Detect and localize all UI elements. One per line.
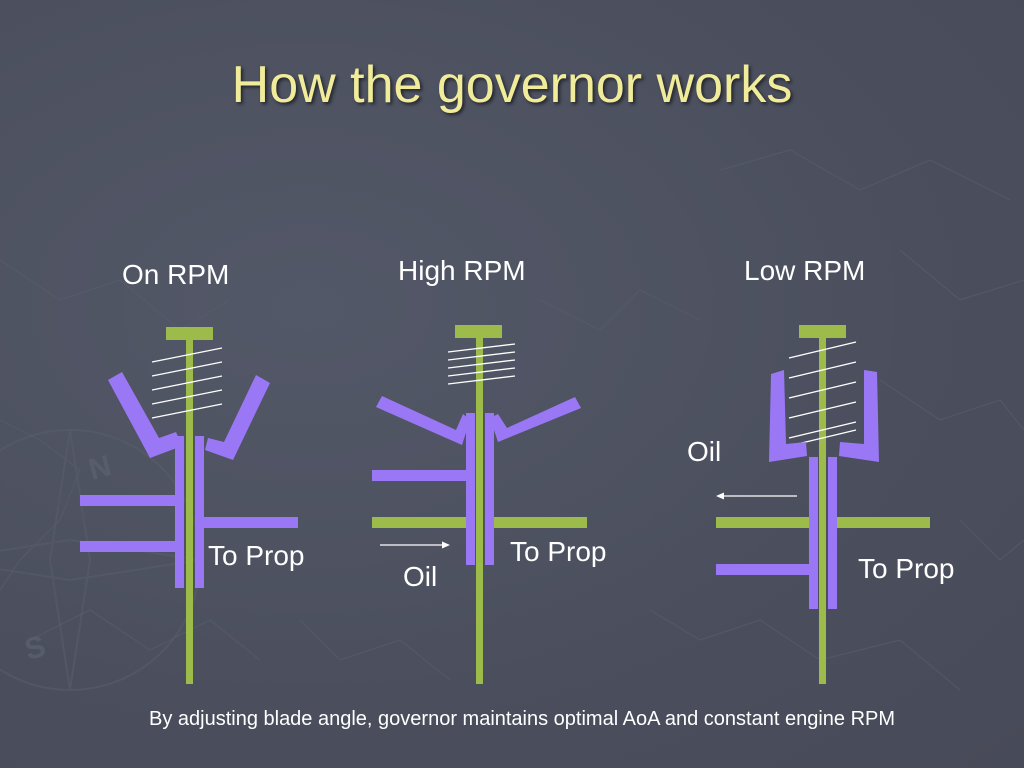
flyweight-left [376,396,470,445]
pilot-valve-left [175,436,184,588]
caption: By adjusting blade angle, governor maint… [148,708,896,730]
pilot-valve-right [195,436,204,588]
oil-label: Oil [403,561,437,592]
port-right [204,517,298,528]
panel-low-rpm: Low RPM [687,255,955,684]
spindle-cap [455,325,502,338]
panel-label-low-rpm: Low RPM [744,255,865,286]
spindle-shaft [186,340,193,684]
flyweight-right [490,397,581,442]
oil-label: Oil [687,436,721,467]
panel-on-rpm: On RPM To Prop [80,259,305,684]
port-upper-left [372,470,466,481]
flyweight-right [205,375,270,460]
pilot-valve-left [809,457,818,609]
pilot-valve-left [466,413,475,565]
panel-label-high-rpm: High RPM [398,255,526,286]
spindle-shaft [476,338,483,684]
port-right-green [837,517,930,528]
spindle-cap [166,327,213,340]
port-left-green [372,517,466,528]
oil-arrow-right [380,541,450,549]
oil-arrow-left [716,492,797,500]
port-lower-left [716,564,809,575]
to-prop-label: To Prop [208,540,305,571]
port-left-green [716,517,809,528]
pilot-valve-right [828,457,837,609]
port-right-green [494,517,587,528]
pilot-valve-right [485,413,494,565]
port-upper-left [80,495,175,506]
panel-high-rpm: High RPM [372,255,607,684]
spindle-shaft [819,338,826,684]
flyweight-left [769,370,807,462]
speeder-spring [151,347,223,419]
to-prop-label: To Prop [510,536,607,567]
panel-label-on-rpm: On RPM [122,259,229,290]
port-lower-left [80,541,175,552]
to-prop-label: To Prop [858,553,955,584]
spindle-cap [799,325,846,338]
speeder-spring [447,343,516,385]
page-title: How the governor works [231,56,793,114]
flyweight-right [839,370,879,462]
speeder-spring [788,341,857,447]
flyweight-left [108,372,182,458]
